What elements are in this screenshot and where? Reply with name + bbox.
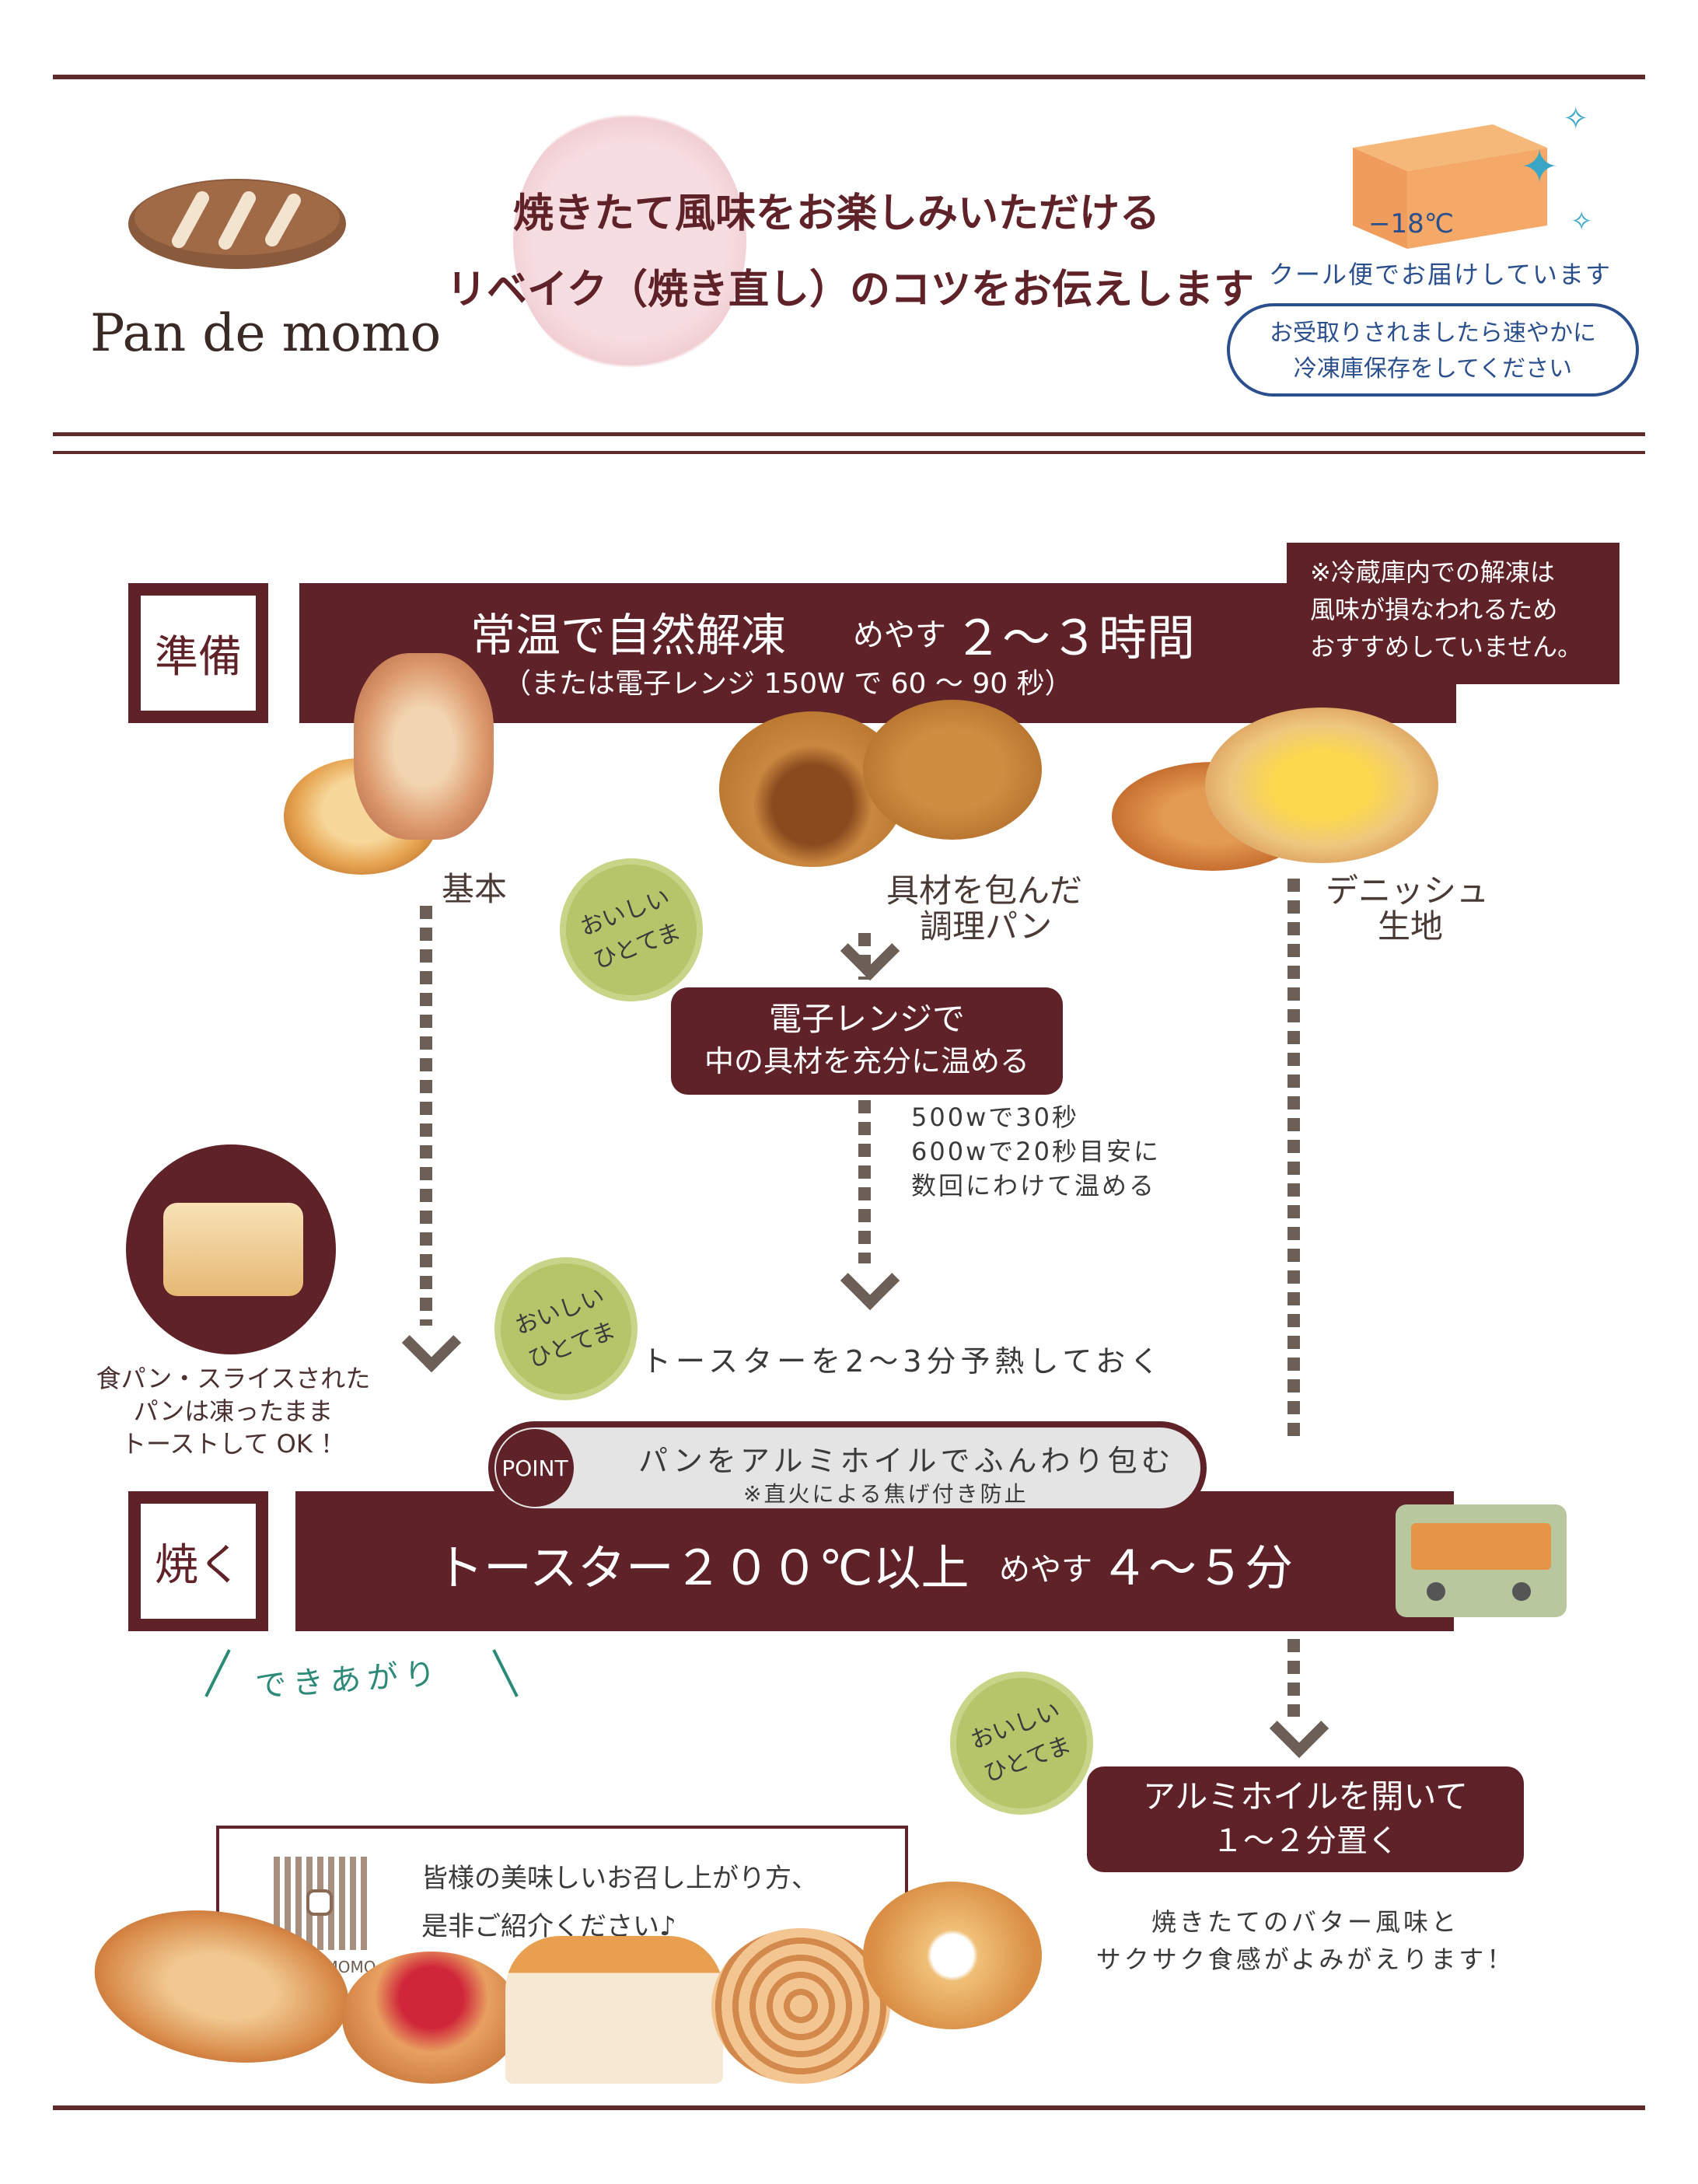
toaster-knob bbox=[1427, 1582, 1445, 1601]
header-rule-1 bbox=[53, 432, 1645, 436]
microwave-step: 電子レンジで 中の具材を充分に温める bbox=[671, 987, 1063, 1095]
microwave-note-line-3: 数回にわけて温める bbox=[911, 1171, 1157, 1200]
point-main: パンをアルミホイルでふんわり包む bbox=[638, 1444, 1175, 1478]
point-badge-text: POINT bbox=[501, 1455, 568, 1481]
freeze-note-line-1: お受取りされましたら速やかに bbox=[1270, 320, 1596, 347]
sliced-note-line-3: トーストして OK ！ bbox=[121, 1429, 345, 1459]
filled-bread-label-2: 調理パン bbox=[920, 907, 1053, 945]
ring-bread-image bbox=[863, 1882, 1042, 2029]
microwave-note: 500wで30秒 600wで20秒目安に 数回にわけて温める bbox=[911, 1100, 1161, 1203]
microwave-title-1: 電子レンジで bbox=[768, 1000, 965, 1038]
sliced-note-line-1: 食パン・スライスされた bbox=[96, 1364, 371, 1393]
cinnamon-roll-image bbox=[711, 1928, 890, 2084]
basic-label: 基本 bbox=[442, 870, 508, 908]
box-icon: −18℃ bbox=[1337, 117, 1563, 257]
prep-warning-line-3: おすすめしていません。 bbox=[1310, 632, 1583, 662]
arrow-down-icon bbox=[840, 1250, 900, 1311]
point-badge: POINT bbox=[496, 1429, 574, 1507]
point-banner: POINT パンをアルミホイルでふんわり包む ※直火による焦げ付き防止 bbox=[488, 1421, 1207, 1515]
point-sub: ※直火による焦げ付き防止 bbox=[743, 1481, 1029, 1507]
microwave-title-2: 中の具材を充分に温める bbox=[704, 1044, 1029, 1078]
danish-flow-line bbox=[1287, 879, 1300, 1438]
toast-image bbox=[163, 1203, 303, 1296]
microwave-note-line-1: 500wで30秒 bbox=[911, 1102, 1079, 1132]
toaster-knob bbox=[1512, 1582, 1531, 1601]
bake-flow-line bbox=[1287, 1639, 1300, 1717]
prep-warning-line-2: 風味が損なわれるため bbox=[1310, 595, 1558, 624]
sliced-bread-note: 食パン・スライスされた パンは凍ったまま トーストして OK ！ bbox=[70, 1362, 397, 1460]
danish-label-2: 生地 bbox=[1378, 907, 1444, 945]
result-note: 焼きたてのバター風味と サクサク食感がよみがえります！ bbox=[1087, 1903, 1524, 1978]
danish-label-1: デニッシュ bbox=[1326, 872, 1490, 910]
bake-label-text: 焼く bbox=[155, 1539, 242, 1591]
foil-line-2: １～２分置く bbox=[1212, 1823, 1399, 1859]
prep-title: 常温で自然解凍 bbox=[470, 609, 787, 662]
result-line-1: 焼きたてのバター風味と bbox=[1151, 1907, 1459, 1937]
prep-banner: 常温で自然解凍 めやす ２～３時間 （または電子レンジ 150W で 60 ～ … bbox=[299, 583, 1456, 723]
bake-banner: トースター２００℃以上 めやす ４～５分 bbox=[295, 1491, 1454, 1631]
prep-label-text: 準備 bbox=[155, 631, 242, 683]
shokupan-image bbox=[505, 1936, 723, 2084]
logo: Pan de momo bbox=[86, 171, 441, 381]
instagram-icon bbox=[306, 1889, 333, 1916]
bread-logo-icon bbox=[128, 179, 346, 269]
sliced-bread-circle bbox=[126, 1144, 336, 1354]
prep-guide-value: ２～３時間 bbox=[954, 610, 1196, 666]
microwave-note-line-2: 600wで20秒目安に bbox=[911, 1137, 1161, 1166]
bake-guide-value: ４～５分 bbox=[1100, 1539, 1294, 1596]
sliced-note-line-2: パンは凍ったまま bbox=[133, 1396, 334, 1426]
lace-background bbox=[513, 109, 746, 373]
sparkle-icon: ✧ bbox=[1563, 101, 1589, 137]
tip-badge: おいしいひとてま bbox=[938, 1659, 1106, 1827]
prep-subtitle: （または電子レンジ 150W で 60 ～ 90 秒） bbox=[503, 668, 1073, 700]
preheat-text: トースターを2～3分予熱しておく bbox=[641, 1344, 1165, 1379]
basic-flow-line bbox=[420, 906, 432, 1326]
arrow-down-icon bbox=[840, 921, 900, 981]
bottom-rule bbox=[53, 2105, 1645, 2110]
foil-step: アルミホイルを開いて １～２分置く bbox=[1087, 1766, 1524, 1872]
basic-bread-roll-image bbox=[354, 653, 494, 840]
header-rule-2 bbox=[53, 451, 1645, 454]
foil-line-1: アルミホイルを開いて bbox=[1142, 1777, 1469, 1815]
box-temperature: −18℃ bbox=[1368, 208, 1454, 239]
prep-warning-line-1: ※冷蔵庫内での解凍は bbox=[1310, 557, 1555, 587]
berry-danish-image bbox=[342, 1952, 521, 2084]
filled-bread-label-1: 具材を包んだ bbox=[886, 872, 1083, 910]
headline-line-1: 焼きたて風味をお楽しみいただける bbox=[513, 190, 1161, 237]
bake-title: トースター２００℃以上 bbox=[435, 1539, 970, 1596]
freeze-note: お受取りされましたら速やかに 冷凍庫保存をしてください bbox=[1227, 303, 1639, 397]
filled-flow-line-2 bbox=[858, 1100, 871, 1263]
tip-badge: おいしいひとてま bbox=[482, 1245, 650, 1413]
sparkle-icon: ✧ bbox=[1570, 206, 1593, 237]
bake-guide-prefix: めやす bbox=[999, 1552, 1092, 1588]
arrow-down-icon bbox=[401, 1312, 462, 1373]
result-line-2: サクサク食感がよみがえります！ bbox=[1095, 1945, 1515, 1974]
cool-delivery-text: クール便でお届けしています bbox=[1269, 260, 1612, 289]
toaster-image bbox=[1396, 1504, 1567, 1617]
prep-guide-prefix: めやす bbox=[853, 617, 946, 653]
freeze-note-line-2: 冷凍庫保存をしてください bbox=[1293, 355, 1573, 383]
sns-line-1: 皆様の美味しいお召し上がり方、 bbox=[421, 1863, 818, 1894]
headline-line-2: リベイク（焼き直し）のコツをお伝えします bbox=[446, 267, 1254, 313]
sparkle-icon: ✦ bbox=[1520, 140, 1560, 194]
finish-accent-icon bbox=[204, 1649, 519, 1697]
prep-warning: ※冷蔵庫内での解凍は 風味が損なわれるため おすすめしていません。 bbox=[1287, 543, 1619, 684]
prep-label: 準備 bbox=[128, 583, 268, 723]
toaster-window bbox=[1411, 1523, 1551, 1570]
logo-text: Pan de momo bbox=[90, 303, 442, 363]
top-rule bbox=[53, 75, 1645, 79]
bake-label: 焼く bbox=[128, 1491, 268, 1631]
arrow-down-icon bbox=[1269, 1698, 1329, 1759]
curry-bread-image bbox=[863, 700, 1042, 840]
filled-flow-line-1 bbox=[858, 933, 871, 980]
danish-image bbox=[1205, 708, 1438, 863]
